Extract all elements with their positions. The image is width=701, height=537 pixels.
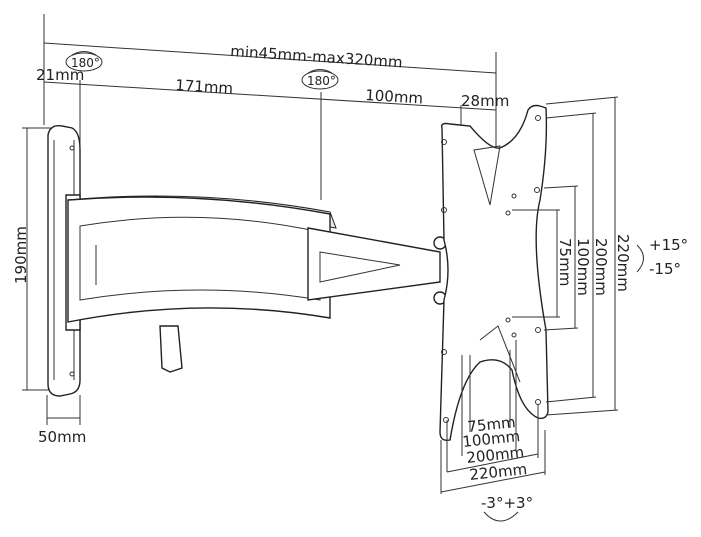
vesa-h-75-label: 75mm xyxy=(467,413,517,436)
tilt-up-label: +15° xyxy=(649,236,688,254)
wall-offset-label: 21mm xyxy=(36,66,84,84)
tilt-down-label: -15° xyxy=(649,260,681,278)
vesa-v-100-label: 100mm xyxy=(574,238,592,296)
vesa-vertical-dimension-lines xyxy=(512,96,619,416)
swivel-label: -3°+3° xyxy=(481,494,533,512)
vesa-v-75-label: 75mm xyxy=(556,238,574,286)
joint1-rotation-label: 180° xyxy=(71,56,100,70)
rotation-180-icon xyxy=(301,69,339,90)
vesa-horizontal-dimension-lines xyxy=(440,340,546,494)
wall-plate-width-label: 50mm xyxy=(38,428,86,446)
swivel-arrow-icon xyxy=(483,511,519,522)
rotation-180-icon xyxy=(65,51,103,72)
joint2-rotation-label: 180° xyxy=(307,74,336,88)
top-dimension-lines xyxy=(22,14,497,425)
vesa-plate xyxy=(439,104,549,442)
vesa-h-200-label: 200mm xyxy=(466,443,525,467)
arm2-label: 100mm xyxy=(365,86,424,107)
tilt-arrow-icon xyxy=(636,244,644,273)
arm1-label: 171mm xyxy=(175,76,234,97)
articulating-arm xyxy=(65,194,447,373)
vesa-h-100-label: 100mm xyxy=(462,427,521,451)
wall-plate-height-label: 190mm xyxy=(12,226,30,284)
mounting-holes xyxy=(441,115,541,423)
extension-label: min45mm-max320mm xyxy=(230,42,403,71)
vesa-v-220-label: 220mm xyxy=(614,234,632,292)
vesa-v-200-label: 200mm xyxy=(592,238,610,296)
plate-depth-label: 28mm xyxy=(461,92,509,110)
vesa-h-220-label: 220mm xyxy=(469,460,528,484)
